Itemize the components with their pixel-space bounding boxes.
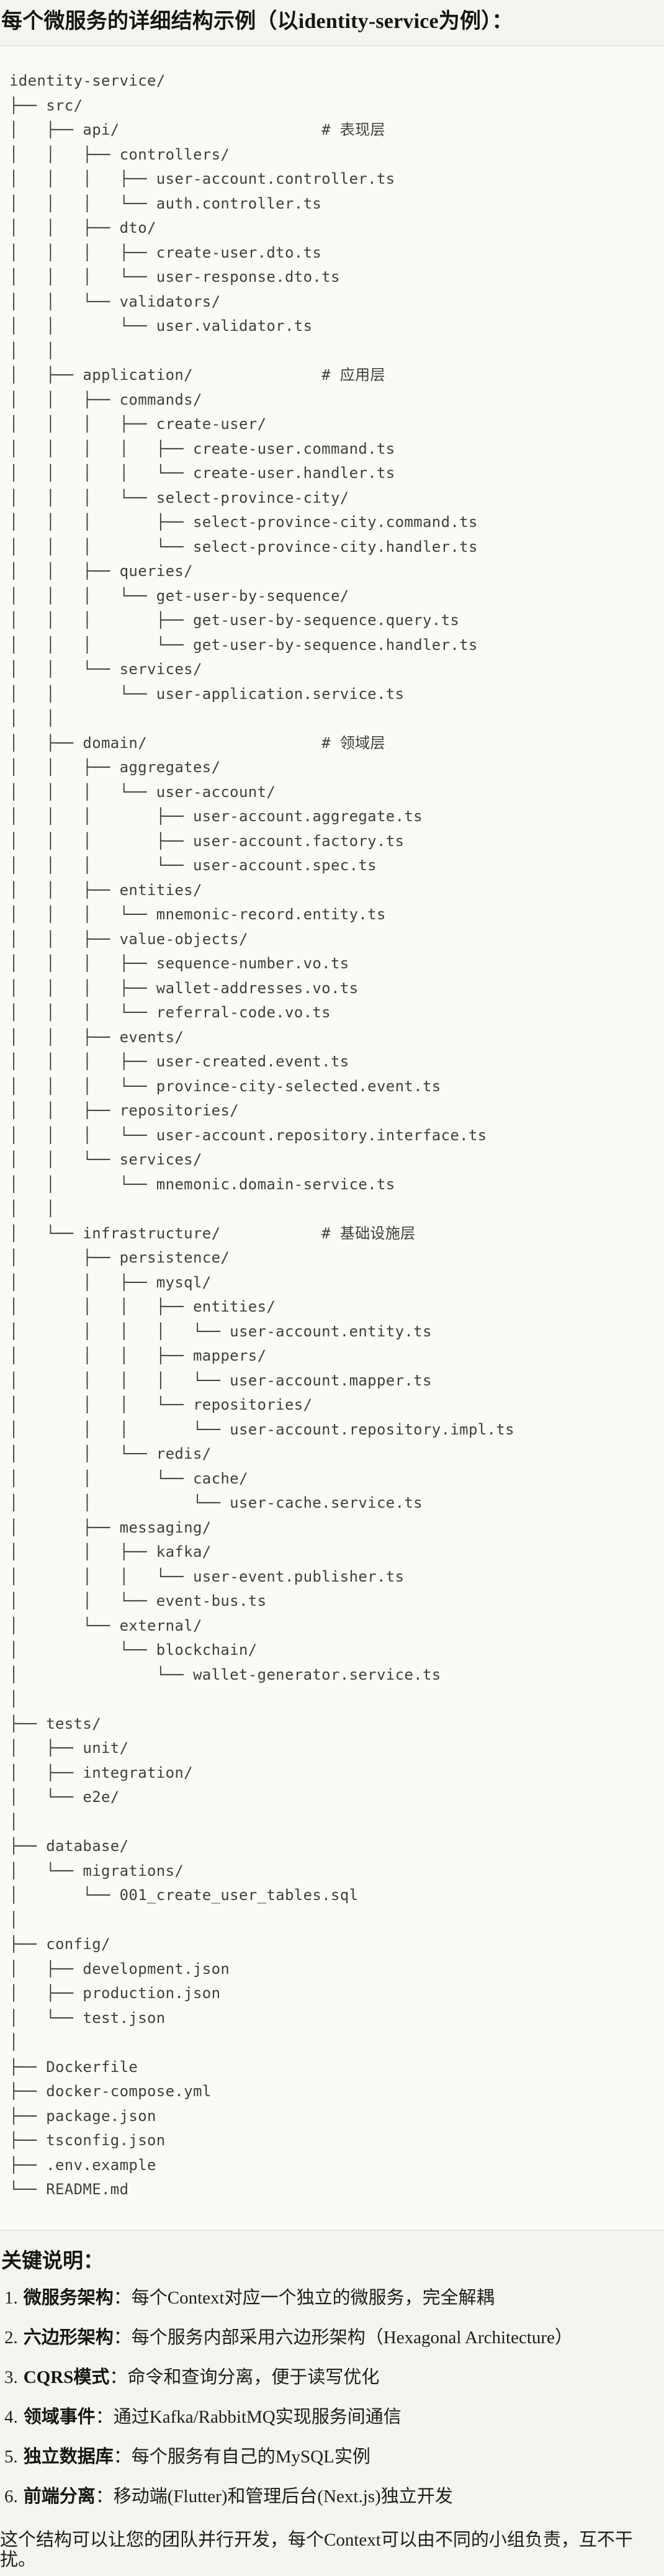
note-text: ：每个服务有自己的MySQL实例 — [113, 2446, 370, 2467]
file-tree-code-block: identity-service/ ├── src/ │ ├── api/ # … — [0, 45, 664, 2230]
note-number: 6. — [4, 2486, 18, 2506]
closing-paragraph: 这个结构可以让您的团队并行开发，每个Context可以由不同的小组负责，互不干扰… — [0, 2529, 633, 2570]
note-number: 4. — [4, 2407, 18, 2427]
note-text: ：移动端(Flutter)和管理后台(Next.js)独立开发 — [95, 2486, 453, 2506]
note-label: 独立数据库 — [23, 2446, 114, 2467]
note-number: 3. — [4, 2367, 18, 2387]
note-number: 2. — [4, 2327, 18, 2348]
note-number: 1. — [4, 2287, 18, 2308]
note-item-5: 5.独立数据库：每个服务有自己的MySQL实例 — [0, 2446, 664, 2467]
note-label: 六边形架构 — [23, 2327, 114, 2348]
note-text: ：每个Context对应一个独立的微服务，完全解耦 — [113, 2287, 495, 2308]
file-tree: identity-service/ ├── src/ │ ├── api/ # … — [9, 72, 514, 2198]
page-title: 每个微服务的详细结构示例（以identity-service为例）： — [1, 10, 513, 33]
chat-message-content: 每个微服务的详细结构示例（以identity-service为例）： ident… — [0, 7, 664, 2570]
note-label: 领域事件 — [23, 2407, 96, 2427]
note-item-2: 2.六边形架构：每个服务内部采用六边形架构（Hexagonal Architec… — [0, 2328, 664, 2348]
note-item-1: 1.微服务架构：每个Context对应一个独立的微服务，完全解耦 — [0, 2287, 664, 2308]
note-item-4: 4.领域事件：通过Kafka/RabbitMQ实现服务间通信 — [0, 2407, 664, 2427]
note-item-3: 3.CQRS模式：命令和查询分离，便于读写优化 — [0, 2367, 664, 2387]
note-label: CQRS模式 — [23, 2367, 110, 2387]
notes-title: 关键说明： — [1, 2249, 104, 2272]
note-item-6: 6.前端分离：移动端(Flutter)和管理后台(Next.js)独立开发 — [0, 2487, 664, 2506]
note-text: ：通过Kafka/RabbitMQ实现服务间通信 — [95, 2407, 402, 2427]
note-label: 微服务架构 — [23, 2287, 114, 2308]
note-label: 前端分离 — [23, 2486, 96, 2506]
note-text: ：命令和查询分离，便于读写优化 — [109, 2367, 380, 2387]
note-text: ：每个服务内部采用六边形架构（Hexagonal Architecture） — [113, 2327, 573, 2348]
note-number: 5. — [4, 2446, 18, 2467]
